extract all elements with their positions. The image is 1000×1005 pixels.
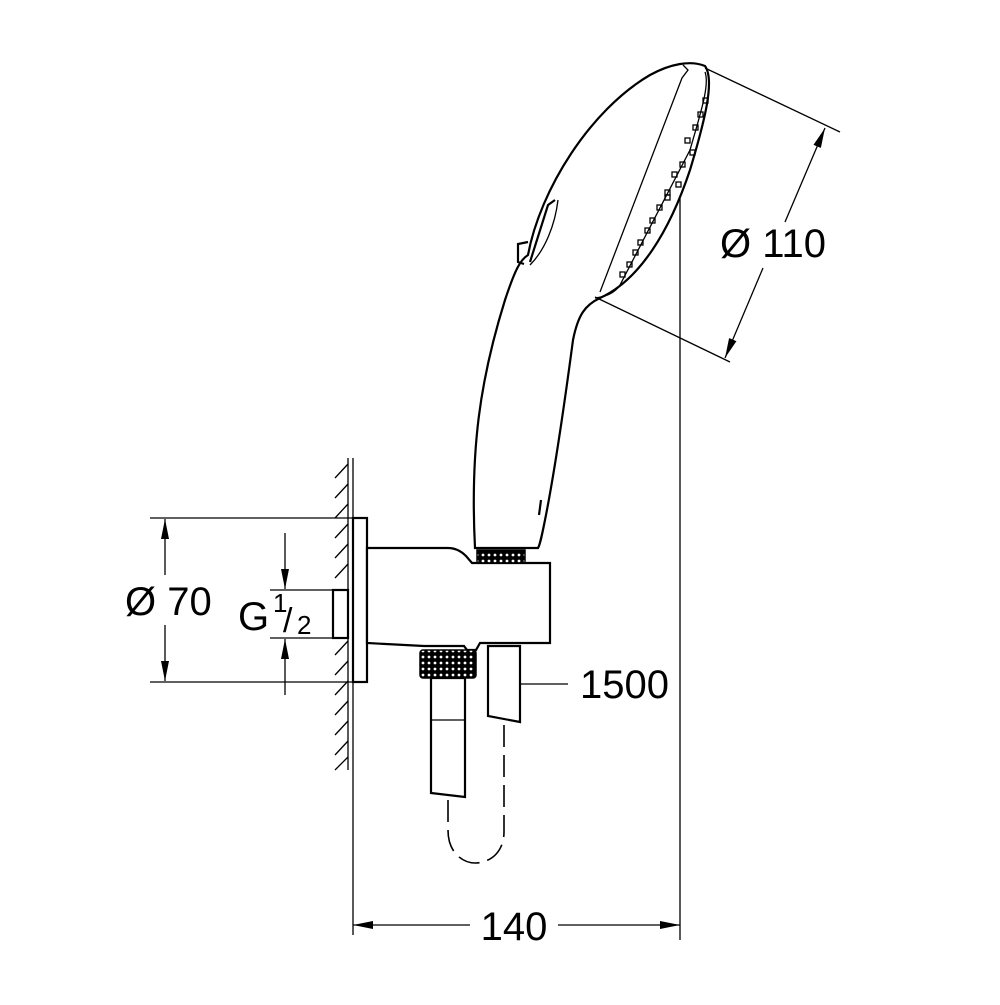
dim-thread: G 1 / 2 xyxy=(238,533,335,695)
dim-shower-head-diameter: Ø 110 xyxy=(594,67,841,363)
wall-flange xyxy=(351,516,369,684)
diameter-symbol: Ø xyxy=(125,580,156,624)
hose xyxy=(429,644,522,864)
dim-projection-depth: 140 xyxy=(353,905,680,949)
thread-slash: / xyxy=(283,602,293,640)
handle-knurled-ring xyxy=(476,549,526,564)
hose-knurled-nut xyxy=(419,649,477,679)
thread-numerator: 1 xyxy=(273,588,287,618)
diameter-symbol: Ø xyxy=(720,222,751,266)
dim-wall-flange-diameter: Ø 70 xyxy=(125,517,360,683)
projection-depth-value: 140 xyxy=(481,905,548,949)
svg-text:Ø 110: Ø 110 xyxy=(720,222,826,266)
thread-denominator: 2 xyxy=(297,610,311,640)
wall xyxy=(334,458,354,935)
svg-text:Ø 70: Ø 70 xyxy=(125,580,212,624)
hose-length-value: 1500 xyxy=(580,663,669,707)
thread-prefix: G xyxy=(238,595,269,639)
diameter-value: 70 xyxy=(167,580,212,624)
dim-hose-length: 1500 xyxy=(521,663,669,707)
hand-shower xyxy=(472,62,711,550)
threaded-inlet xyxy=(331,588,350,640)
diameter-value: 110 xyxy=(762,222,826,266)
holder-body xyxy=(365,546,552,652)
